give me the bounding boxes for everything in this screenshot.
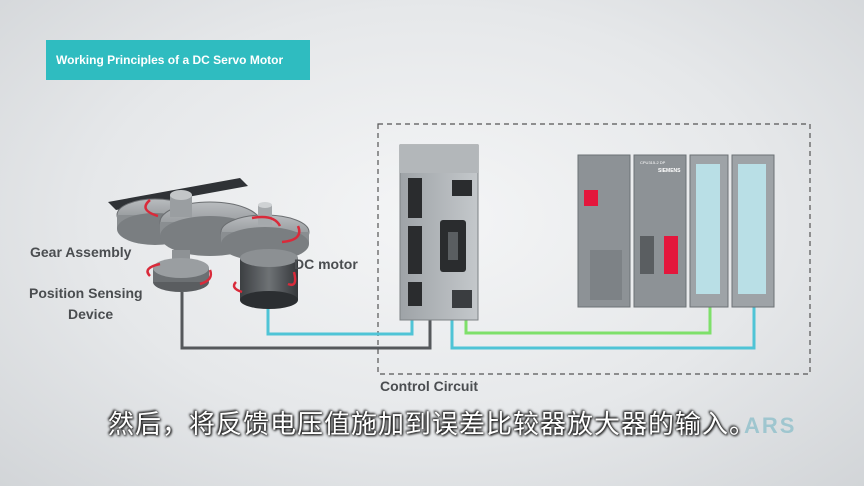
dc-motor-label: DC motor: [294, 256, 358, 272]
gear-assembly: [108, 178, 310, 309]
position-sensing-label-line2: Device: [68, 306, 114, 322]
control-circuit-boundary: [377, 123, 811, 375]
motor-power-wire: [266, 300, 414, 336]
feedback-wire: [180, 292, 432, 350]
title-banner: Working Principles of a DC Servo Motor: [46, 40, 310, 80]
servo-drive: [399, 144, 479, 321]
position-sensing-label-line1: Position Sensing: [29, 285, 143, 301]
green-signal-wire: [464, 306, 712, 335]
brand-watermark: ARS: [744, 413, 797, 438]
gear-assembly-label: Gear Assembly: [30, 244, 132, 260]
plc-rack: [577, 154, 775, 308]
plc-cpu-model: CPU315-2 DP: [640, 160, 666, 165]
plc-brand: SIEMENS: [658, 168, 681, 174]
cyan-signal-wire: [450, 306, 756, 350]
page-title: Working Principles of a DC Servo Motor: [56, 53, 284, 67]
control-circuit-label: Control Circuit: [380, 378, 478, 394]
subtitle-caption: 然后，将反馈电压值施加到误差比较器放大器的输入。: [107, 410, 756, 440]
